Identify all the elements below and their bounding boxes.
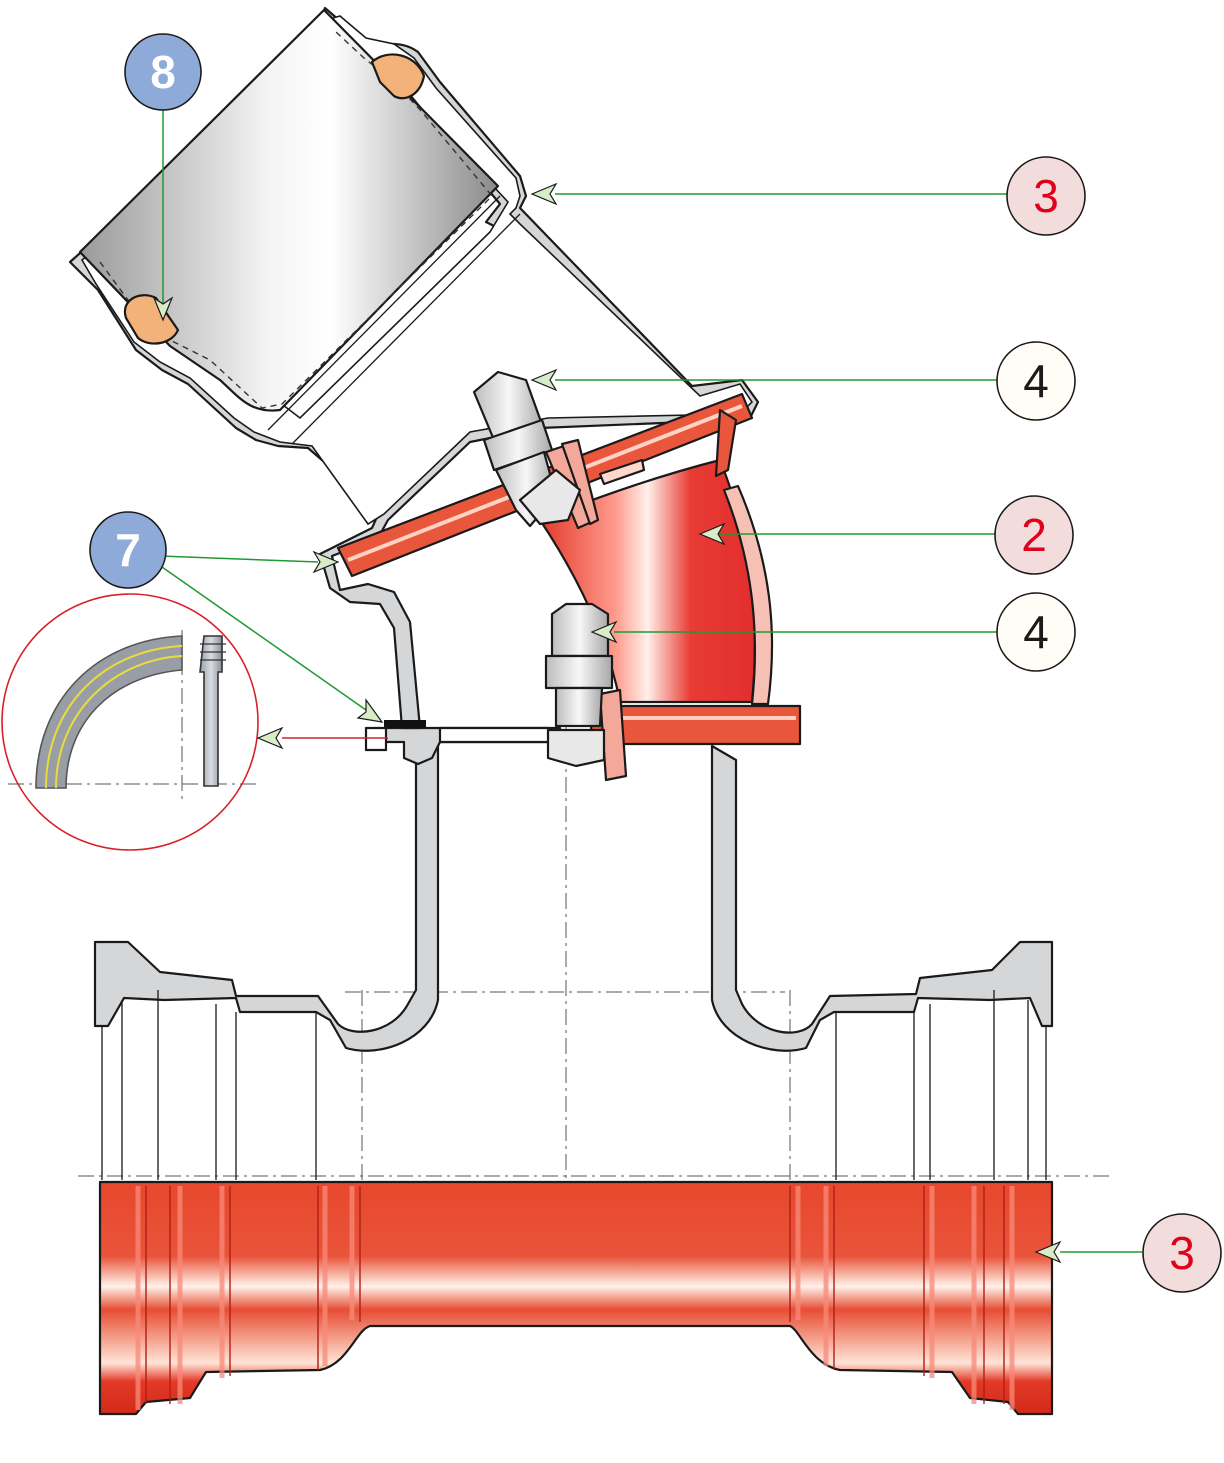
svg-text:3: 3 xyxy=(1033,170,1059,222)
flange-stub xyxy=(364,726,388,752)
arrowhead-3a xyxy=(530,182,558,206)
detail-circle xyxy=(1,593,259,851)
gasket-lower xyxy=(123,294,180,345)
arrowhead-4a xyxy=(530,368,558,392)
bolt-upper xyxy=(472,370,582,528)
arrowhead-7b xyxy=(356,698,384,723)
callout-3-bottom: 3 xyxy=(1142,1213,1222,1293)
bolt-lower xyxy=(544,602,614,768)
callout-3-top: 3 xyxy=(1006,156,1086,236)
detail-view xyxy=(1,593,260,851)
tee-body-exterior xyxy=(98,1180,1054,1416)
arrowhead-3b xyxy=(1034,1240,1062,1264)
inserted-pipe xyxy=(78,8,500,412)
callout-4-bottom: 4 xyxy=(996,592,1076,672)
svg-text:4: 4 xyxy=(1023,606,1049,658)
svg-text:4: 4 xyxy=(1023,355,1049,407)
arrowhead-8 xyxy=(152,296,174,322)
arrowhead-2 xyxy=(698,522,726,546)
arrowhead-4b xyxy=(590,620,618,644)
callout-4-top: 4 xyxy=(996,341,1076,421)
svg-text:3: 3 xyxy=(1169,1227,1195,1279)
detail-rod xyxy=(199,635,223,787)
detail-bend xyxy=(35,635,183,789)
svg-text:2: 2 xyxy=(1021,509,1047,561)
svg-text:8: 8 xyxy=(150,46,176,98)
gasket-upper xyxy=(370,53,426,100)
callout-8: 8 xyxy=(124,33,202,111)
seal-strip xyxy=(384,720,426,728)
arrowhead-detail xyxy=(256,726,284,750)
tee-body-section xyxy=(93,726,1054,1180)
callout-7: 7 xyxy=(89,511,167,589)
arrowhead-7a xyxy=(312,550,340,574)
callout-2: 2 xyxy=(994,495,1074,575)
svg-text:7: 7 xyxy=(115,524,141,576)
leader-lines xyxy=(151,98,1142,1264)
